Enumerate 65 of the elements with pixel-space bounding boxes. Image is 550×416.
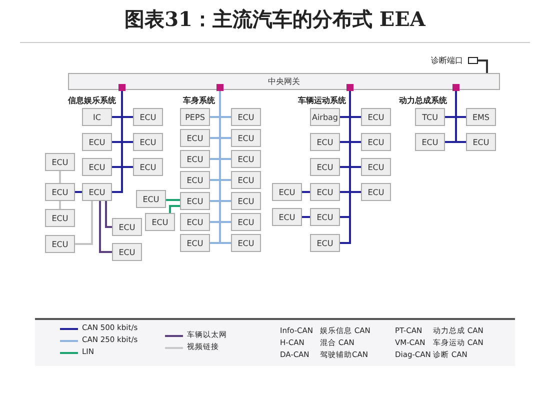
component-box: ECU [310,208,340,226]
component-box: ECU [180,150,210,168]
component-box: ECU [180,213,210,231]
component-box: ECU [180,129,210,147]
component-box: ECU [82,133,112,151]
connector-line [59,201,61,209]
component-box: ECU [180,234,210,252]
component-box: ECU [310,183,340,201]
component-box: Airbag [310,108,340,126]
port-square [468,57,478,64]
component-box: ECU [272,208,302,226]
connector-line [302,191,310,193]
component-box: ECU [231,234,261,252]
component-box: ECU [133,108,163,126]
component-box: ECU [310,133,340,151]
component-box: ECU [231,171,261,189]
connector-line [166,199,180,201]
component-box: ECU [82,158,112,176]
connector-line [75,201,93,245]
component-box: ECU [231,108,261,126]
connector-line [478,60,488,73]
connector-line [75,191,82,193]
connector-line [169,205,180,213]
component-box: ECU [112,243,142,261]
component-box: ECU [133,133,163,151]
component-box: ECU [133,158,163,176]
component-box: ECU [361,183,391,201]
component-box: ECU [361,133,391,151]
component-box: ECU [361,158,391,176]
port-label: 诊断端口 [431,55,463,66]
component-box: ECU [231,192,261,210]
connector-line [59,171,61,183]
component-box: ECU [310,234,340,252]
component-box: IC [82,108,112,126]
component-box: ECU [180,192,210,210]
component-box: PEPS [180,108,210,126]
group-heading: 信息娱乐系统 [68,95,116,106]
connector-line [105,201,112,228]
component-box: ECU [112,218,142,236]
group-heading: 动力总成系统 [399,95,447,106]
component-box: ECU [415,133,445,151]
title: 图表31：主流汽车的分布式 EEA [124,6,427,33]
component-box: ECU [45,209,75,227]
component-box: ECU [231,129,261,147]
component-box: EMS [466,108,496,126]
component-box: ECU [310,158,340,176]
group-heading: 车身系统 [183,95,215,106]
connector-line [302,216,310,218]
component-box: ECU [361,108,391,126]
connector-line [455,90,466,143]
component-box: ECU [136,190,166,208]
component-box: ECU [231,213,261,231]
connector-line [99,201,112,253]
component-box: ECU [466,133,496,151]
component-box: ECU [45,183,75,201]
component-box: ECU [180,171,210,189]
component-box: ECU [231,150,261,168]
component-box: ECU [145,213,175,231]
component-box: ECU [272,183,302,201]
component-box: TCU [415,108,445,126]
gateway-bar: 中央网关 [68,73,500,90]
component-box: ECU [82,183,112,201]
group-heading: 车辆运动系统 [298,95,346,106]
component-box: ECU [45,235,75,253]
component-box: ECU [45,153,75,171]
